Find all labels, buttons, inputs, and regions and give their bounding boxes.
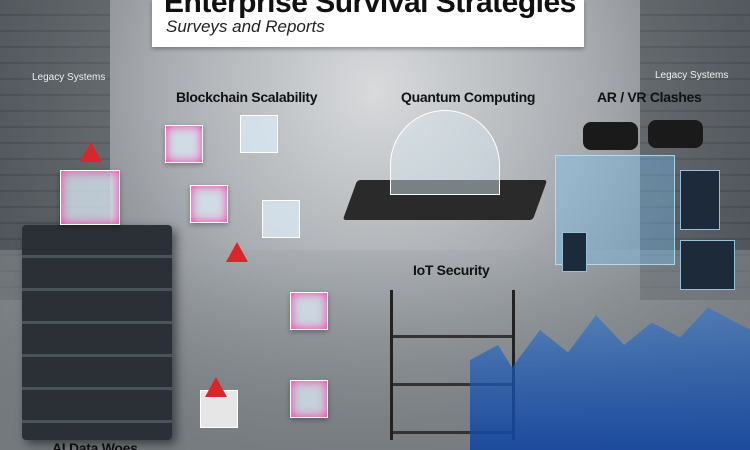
tablet [680, 240, 735, 290]
quantum-label: Quantum Computing [401, 89, 536, 105]
blockchain-label: Blockchain Scalability [176, 89, 318, 105]
title-box: Enterprise Survival Strategies Surveys a… [152, 0, 584, 47]
page-subtitle: Surveys and Reports [166, 17, 325, 36]
arvr-label: AR / VR Clashes [597, 89, 702, 105]
warning-icon [205, 377, 227, 397]
page-title: Enterprise Survival Strategies [164, 0, 576, 19]
server-stack [22, 225, 172, 440]
tablet [680, 170, 720, 230]
warning-icon [226, 242, 248, 262]
iot-label: IoT Security [413, 262, 490, 278]
legacy-systems-label-left: Legacy Systems [32, 72, 106, 83]
warning-icon [80, 142, 102, 162]
blockchain-block [262, 200, 300, 238]
phone [562, 232, 587, 272]
legacy-systems-label-right: Legacy Systems [655, 70, 729, 81]
blockchain-block [290, 380, 328, 418]
quantum-dome [390, 110, 500, 195]
glass-cube [60, 170, 120, 225]
blockchain-block [290, 292, 328, 330]
blockchain-block [165, 125, 203, 163]
blockchain-block [190, 185, 228, 223]
vr-headset [583, 122, 638, 150]
vr-headset [648, 120, 703, 148]
blockchain-block [240, 115, 278, 153]
ai-label: AI Data Woes [52, 440, 138, 450]
